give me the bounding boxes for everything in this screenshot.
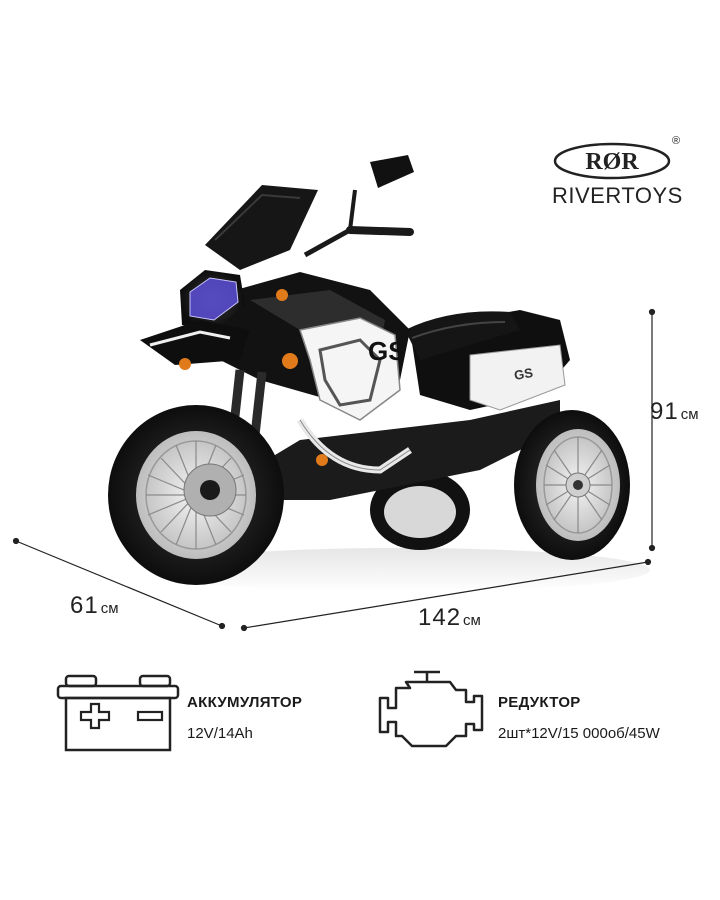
- height-unit: см: [680, 406, 699, 423]
- registered-mark: ®: [672, 135, 681, 147]
- logo-badge-text: RØR: [585, 149, 639, 175]
- battery-spec: АККУМУЛЯТОР 12V/14Ah: [187, 694, 302, 742]
- motor-spec: РЕДУКТОР 2шт*12V/15 000об/45W: [498, 694, 660, 742]
- engine-icon: [378, 670, 484, 748]
- motor-spec-value: 2шт*12V/15 000об/45W: [498, 725, 660, 742]
- rivertoys-logo-icon: RØR: [553, 142, 671, 180]
- motor-spec-title: РЕДУКТОР: [498, 694, 581, 711]
- brand-name: RIVERTOYS: [552, 183, 683, 208]
- floor-shadow: [150, 548, 650, 592]
- length-dimension-line: [243, 561, 649, 629]
- length-unit: см: [463, 612, 481, 629]
- length-value: 142: [418, 604, 462, 631]
- svg-text:GS: GS: [368, 336, 406, 366]
- depth-value: 61: [70, 592, 99, 619]
- motorcycle-illustration: GS GS: [108, 155, 630, 585]
- dimension-lines: [12, 308, 656, 632]
- brand-logo: RØR ® RIVERTOYS: [548, 135, 688, 215]
- battery-spec-title: АККУМУЛЯТОР: [187, 694, 303, 711]
- battery-spec-value: 12V/14Ah: [187, 725, 253, 742]
- svg-text:GS: GS: [513, 365, 534, 383]
- product-scene: GS GS: [12, 155, 656, 632]
- depth-unit: см: [100, 600, 119, 617]
- height-value: 91: [650, 398, 679, 425]
- battery-icon: [56, 674, 180, 752]
- depth-dimension-line: [15, 540, 223, 627]
